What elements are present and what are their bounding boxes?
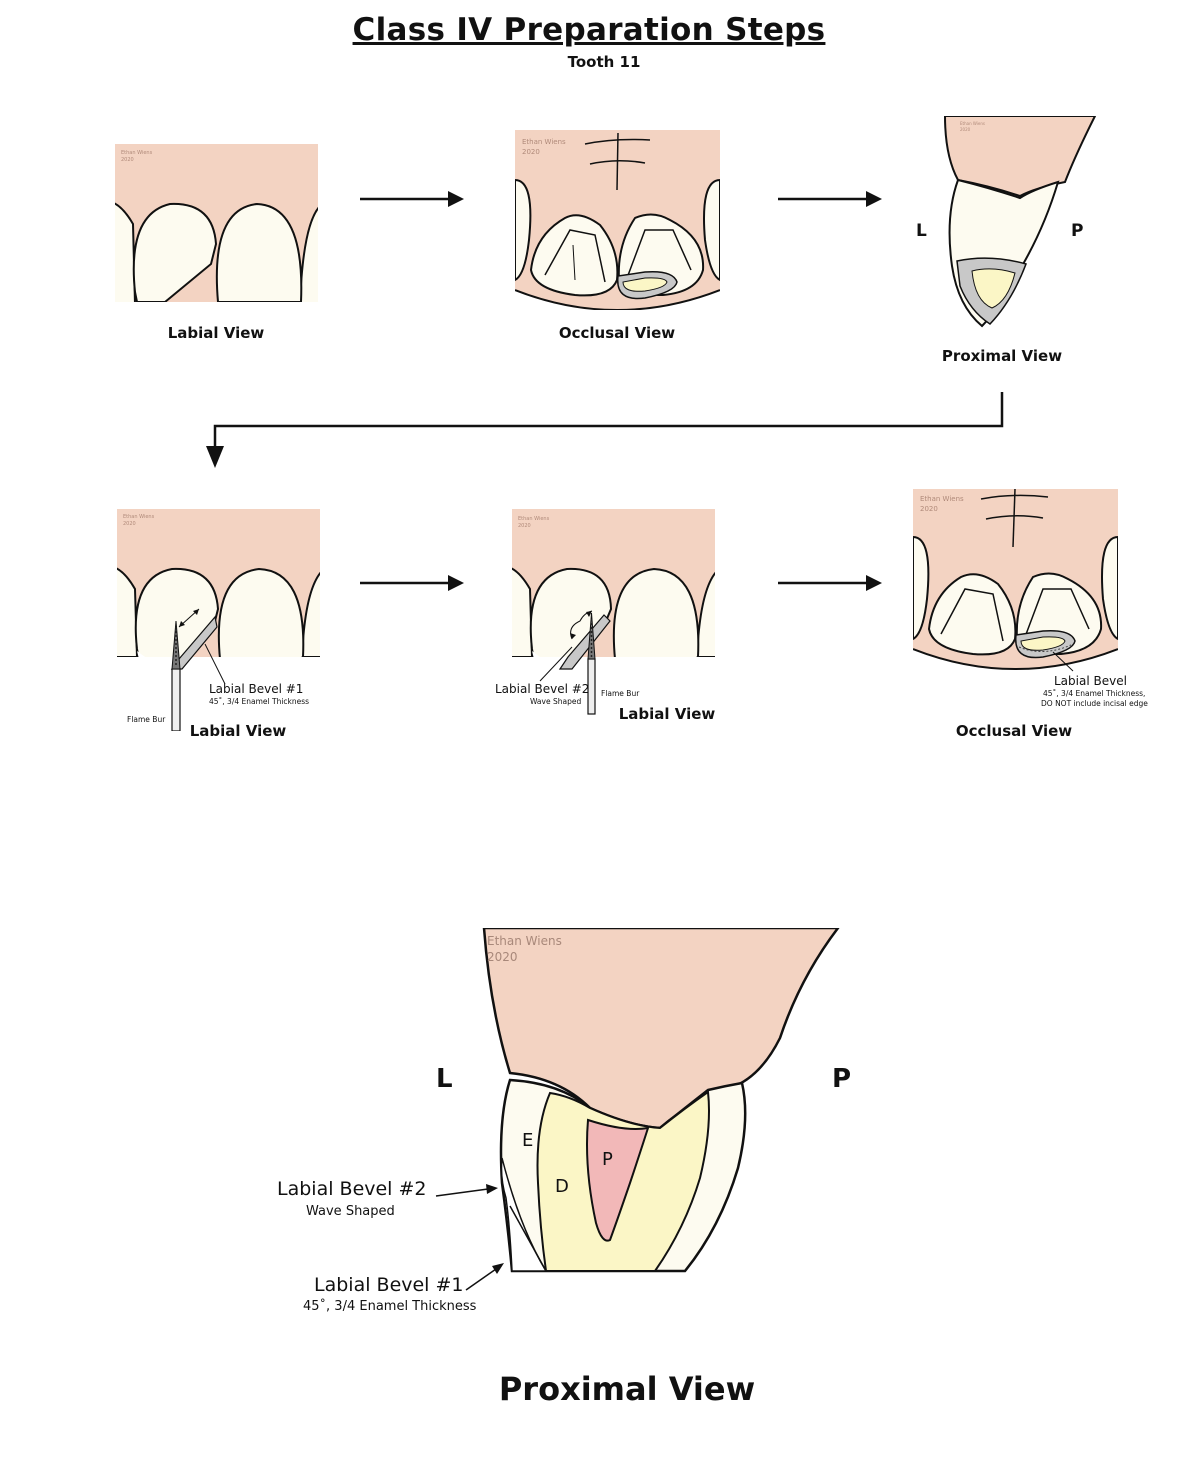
watermark-name: Ethan Wiens <box>920 495 964 503</box>
watermark-name: Ethan Wiens <box>518 516 550 522</box>
labial-bevel-sub2: DO NOT include incisal edge <box>1041 699 1148 708</box>
arrow-right-icon <box>360 191 464 207</box>
labial-bevel1-sub-large: 45˚, 3/4 Enamel Thickness <box>303 1299 477 1314</box>
labial-view-caption-3: Labial View <box>618 705 716 723</box>
occlusal-view-caption: Occlusal View <box>558 324 676 342</box>
page-subtitle: Tooth 11 <box>567 53 641 71</box>
arrow-right-icon <box>778 575 882 591</box>
labial-bevel1-label: Labial Bevel #1 <box>209 682 304 696</box>
watermark-year: 2020 <box>960 127 971 132</box>
proximal-view-caption-large: Proximal View <box>498 1370 756 1408</box>
arrow-right-icon <box>360 575 464 591</box>
labial-bevel2-label-large: Labial Bevel #2 <box>277 1178 427 1200</box>
watermark-name: Ethan Wiens <box>121 150 153 156</box>
palatal-side-label: P <box>1071 221 1084 241</box>
watermark-year: 2020 <box>518 523 531 529</box>
bevel-leader-arrows <box>435 1184 504 1291</box>
flow-connector-arrow <box>206 392 1004 468</box>
labial-view-initial-illustration: Ethan Wiens 2020 <box>115 144 318 304</box>
watermark-year: 2020 <box>522 148 540 156</box>
dentin-label: D <box>555 1176 569 1197</box>
occlusal-bevel-illustration: Ethan Wiens 2020 <box>913 489 1118 672</box>
occlusal-view-initial-illustration: Ethan Wiens 2020 <box>515 130 720 310</box>
occlusal-view-caption-2: Occlusal View <box>955 722 1073 740</box>
labial-bevel1-illustration: Ethan Wiens 2020 <box>117 509 320 731</box>
lingual-side-label: L <box>916 221 927 241</box>
watermark-year: 2020 <box>920 505 938 513</box>
watermark-name: Ethan Wiens <box>960 121 985 126</box>
watermark-year: 2020 <box>121 157 134 163</box>
labial-bevel2-sub-large: Wave Shaped <box>306 1204 395 1219</box>
labial-bevel1-label-large: Labial Bevel #1 <box>314 1274 464 1296</box>
proximal-view-small-illustration: Ethan Wiens 2020 <box>943 116 1097 328</box>
labial-bevel2-illustration: Ethan Wiens 2020 <box>512 509 715 715</box>
labial-view-caption: Labial View <box>167 324 265 342</box>
watermark-name: Ethan Wiens <box>487 934 562 948</box>
page-title: Class IV Preparation Steps <box>352 12 826 48</box>
flame-bur-label: Flame Bur <box>127 715 166 724</box>
palatal-side-label-large: P <box>832 1064 852 1094</box>
watermark-name: Ethan Wiens <box>522 138 566 146</box>
proximal-view-detail-illustration: Ethan Wiens 2020 E D P <box>482 928 840 1273</box>
labial-bevel-sub1: 45˚, 3/4 Enamel Thickness, <box>1043 689 1146 698</box>
labial-view-caption-2: Labial View <box>189 722 287 740</box>
labial-bevel2-sub: Wave Shaped <box>530 697 582 706</box>
proximal-view-caption: Proximal View <box>941 347 1063 365</box>
watermark-name: Ethan Wiens <box>123 514 155 520</box>
flame-bur-label-2: Flame Bur <box>601 689 640 698</box>
labial-bevel-label: Labial Bevel <box>1054 674 1127 688</box>
labial-bevel1-sub: 45˚, 3/4 Enamel Thickness <box>209 697 310 706</box>
enamel-label: E <box>522 1130 533 1151</box>
watermark-year: 2020 <box>487 950 518 964</box>
pulp-label: P <box>602 1149 613 1170</box>
watermark-year: 2020 <box>123 521 136 527</box>
lingual-side-label-large: L <box>436 1064 453 1094</box>
labial-bevel2-label: Labial Bevel #2 <box>495 682 590 696</box>
arrow-right-icon <box>778 191 882 207</box>
